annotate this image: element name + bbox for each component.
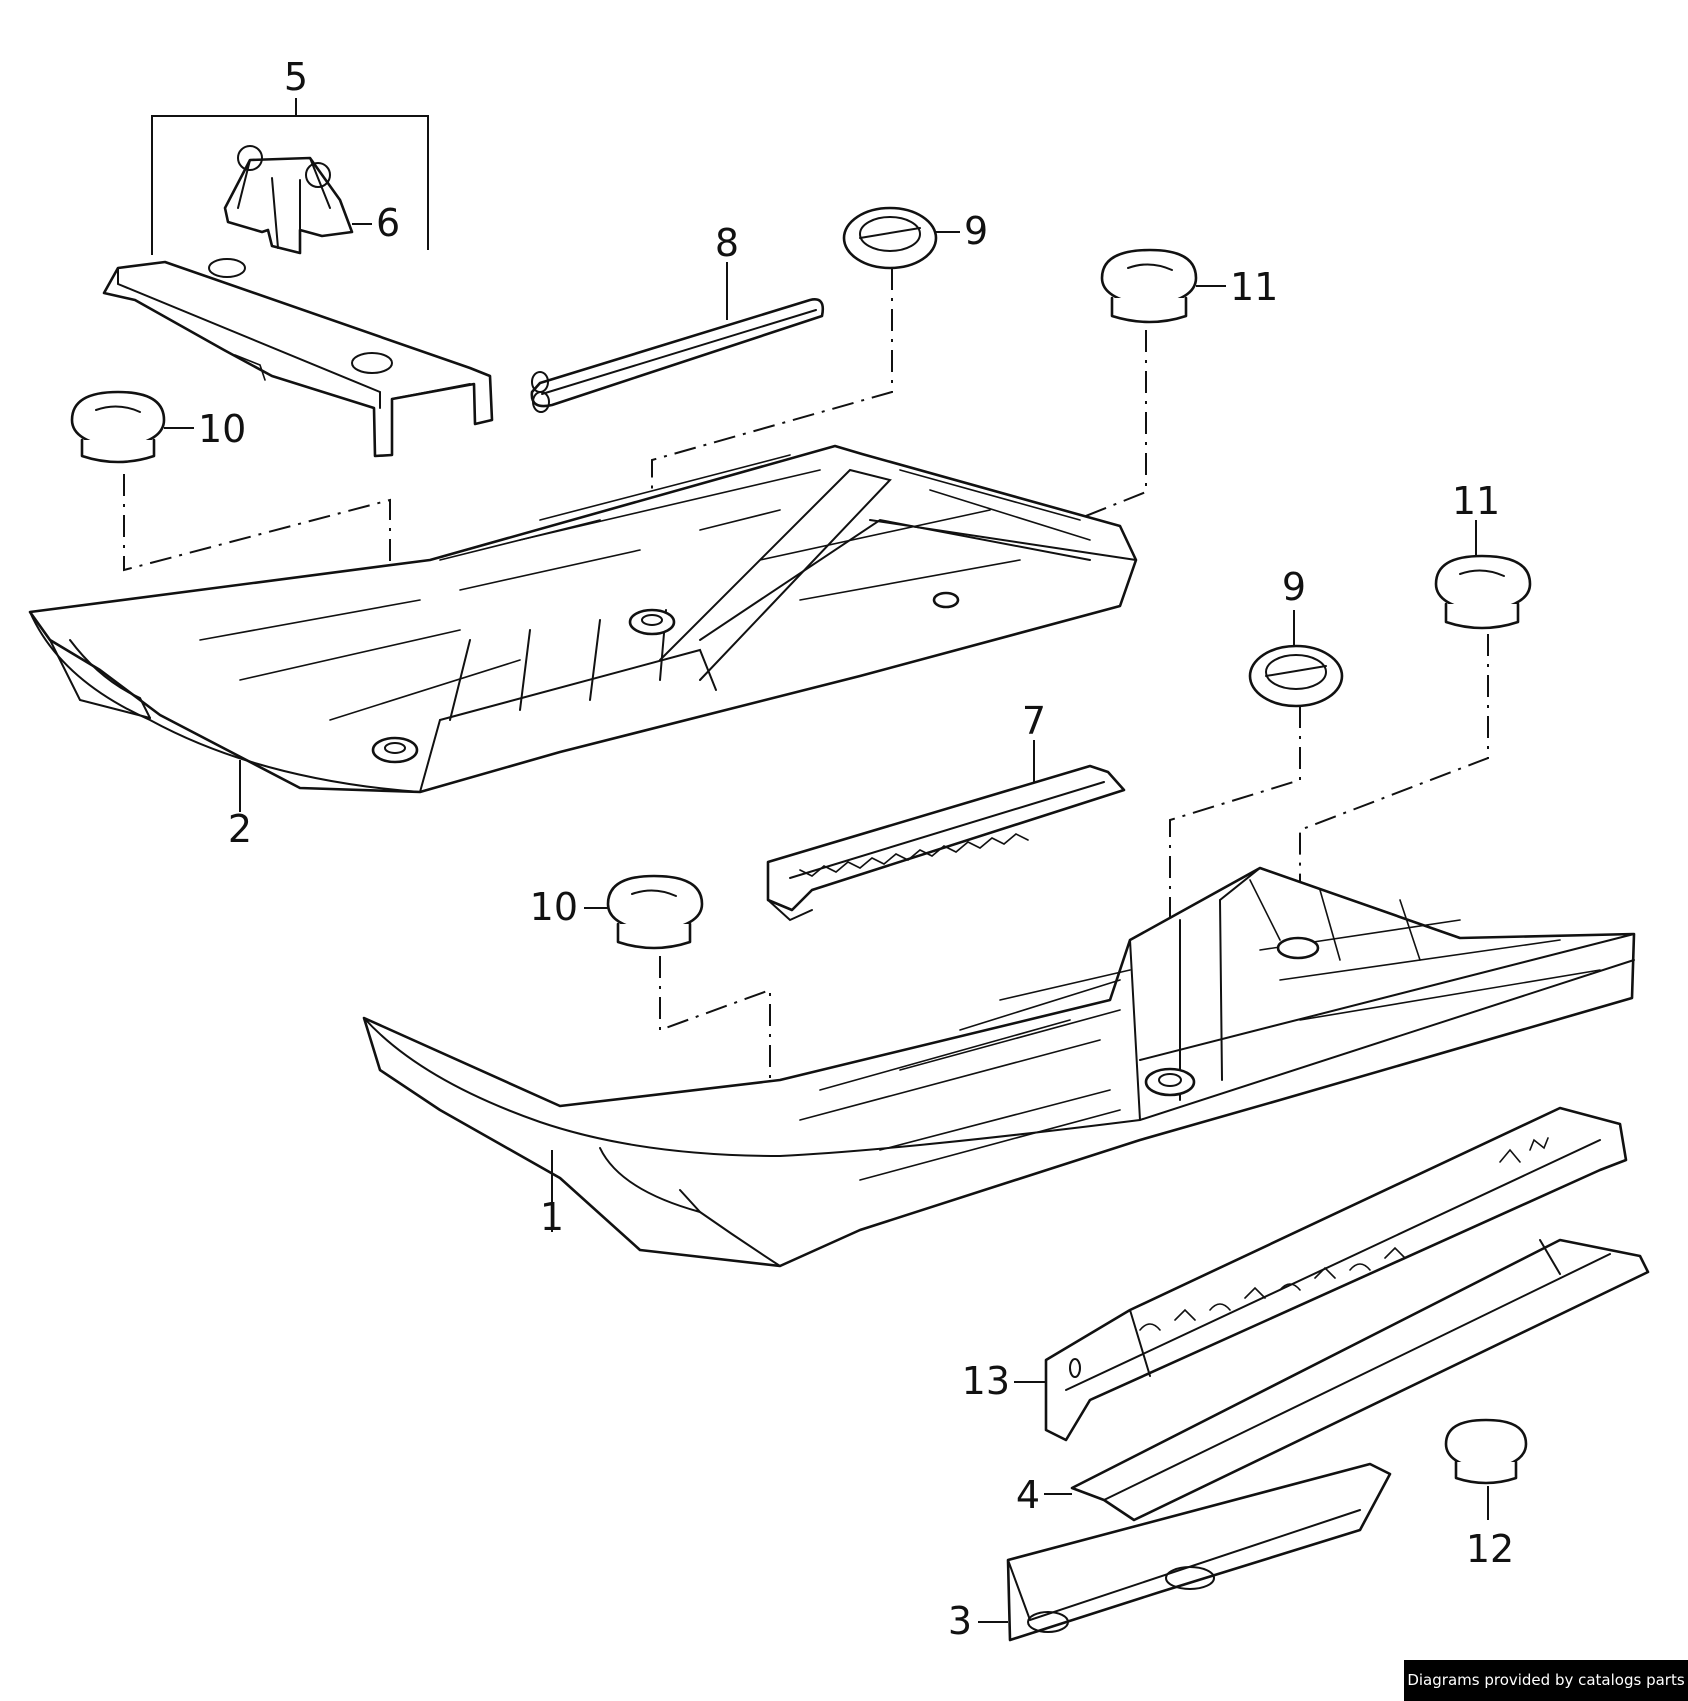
part-1-front-floor-pan: [362, 866, 1636, 1268]
callout-3: 3: [948, 1599, 972, 1643]
callout-9-top: 9: [964, 209, 988, 253]
callout-11-top: 11: [1230, 265, 1278, 309]
part-5-bracket-assembly: [102, 98, 494, 458]
callout-6: 6: [376, 201, 400, 245]
callout-13: 13: [962, 1359, 1010, 1403]
callout-2: 2: [228, 807, 252, 851]
callout-10-mid: 10: [530, 885, 578, 929]
callout-10-top: 10: [198, 407, 246, 451]
callout-5: 5: [284, 55, 308, 99]
callout-9-mid: 9: [1282, 565, 1306, 609]
part-6-hinge-block: [223, 145, 354, 255]
part-10-plug-top: [70, 390, 391, 730]
callout-1: 1: [540, 1195, 564, 1239]
part-7-rail: [766, 740, 1126, 922]
part-8-rod: [530, 262, 825, 413]
part-12-plug: [1444, 1418, 1528, 1520]
callout-4: 4: [1016, 1473, 1040, 1517]
callout-12: 12: [1466, 1527, 1514, 1571]
callout-8: 8: [715, 221, 739, 265]
credit-banner: Diagrams provided by catalogs parts: [1404, 1660, 1688, 1701]
callout-7: 7: [1022, 699, 1046, 743]
part-2-rear-floor-pan: [28, 444, 1138, 812]
part-10-plug-mid: [584, 874, 771, 1168]
part-13-side-member: [1014, 1106, 1628, 1442]
part-9-grommet-top: [651, 206, 960, 632]
part-3-end-piece: [978, 1462, 1392, 1642]
callout-11-mid: 11: [1452, 479, 1500, 523]
part-4-sill-strip: [1044, 1238, 1650, 1522]
part-11-plug-mid: [1299, 520, 1532, 940]
